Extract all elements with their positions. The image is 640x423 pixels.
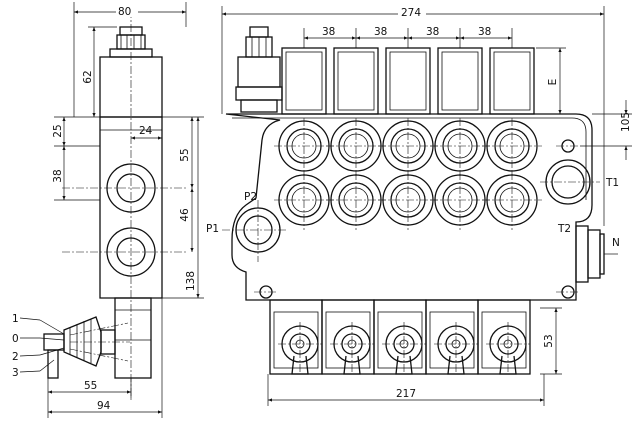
port-label-t2: T2 — [557, 223, 571, 235]
dim-E: E — [547, 79, 559, 86]
work-port-b — [326, 172, 386, 230]
spool-section — [477, 299, 531, 375]
spool-section — [321, 299, 375, 375]
dim-138: 138 — [185, 271, 197, 291]
t2-port-boss — [575, 225, 605, 283]
spool-cap — [489, 47, 535, 115]
dim-25: 25 — [52, 124, 64, 137]
port-label-p1: P1 — [206, 223, 219, 235]
work-port-a — [326, 118, 386, 176]
dim-38-pitch-1: 38 — [322, 26, 335, 38]
lever-position-2: 2 — [12, 351, 19, 363]
mounting-holes — [254, 139, 580, 299]
spool-caps — [281, 47, 535, 115]
ports-upper-row — [274, 118, 542, 176]
side-view: 80 62 25 38 24 55 46 138 55 94 1 0 2 3 — [12, 2, 204, 418]
work-port-a — [430, 118, 490, 176]
dim-62: 62 — [82, 70, 94, 83]
work-port-b — [378, 172, 438, 230]
work-port-a — [274, 118, 334, 176]
dim-38-pitch-2: 38 — [374, 26, 387, 38]
spool-section — [269, 299, 323, 375]
port-label-t1: T1 — [605, 177, 619, 189]
dim-55-bottom: 55 — [84, 380, 97, 392]
spool-sections-bottom — [269, 299, 531, 375]
work-port-a — [378, 118, 438, 176]
spool-cap — [385, 47, 431, 115]
dim-274: 274 — [401, 7, 421, 19]
lever-position-0: 0 — [12, 333, 19, 345]
work-port-b — [274, 172, 334, 230]
spool-section — [373, 299, 427, 375]
p1-port — [222, 200, 286, 262]
work-port-b — [482, 172, 542, 230]
valve-body — [225, 113, 593, 301]
dim-38-pitch-3: 38 — [426, 26, 439, 38]
side-dimensions — [47, 2, 204, 418]
dim-38-side: 38 — [52, 169, 64, 182]
dim-80: 80 — [118, 6, 131, 18]
dim-24: 24 — [139, 125, 153, 137]
front-dimensions — [221, 6, 632, 406]
port-label-n: N — [612, 237, 620, 249]
dim-38-pitch-4: 38 — [478, 26, 491, 38]
dim-94: 94 — [97, 400, 111, 412]
lever-position-1: 1 — [12, 313, 19, 325]
relief-valve — [235, 26, 283, 113]
dim-105: 105 — [620, 112, 632, 132]
lever-position-3: 3 — [12, 367, 19, 379]
ports-lower-row — [274, 172, 542, 230]
work-port-a — [482, 118, 542, 176]
dim-46: 46 — [179, 208, 191, 222]
dim-55-side: 55 — [179, 148, 191, 161]
spool-section — [425, 299, 479, 375]
spool-cap — [437, 47, 483, 115]
side-lever — [39, 316, 130, 379]
front-view: 274 38 38 38 38 E 105 53 217 P2 P1 T1 T2… — [206, 6, 632, 406]
dim-53: 53 — [543, 334, 555, 347]
t1-port — [540, 159, 600, 205]
spool-cap — [281, 47, 327, 115]
work-port-b — [430, 172, 490, 230]
dim-217: 217 — [396, 388, 416, 400]
spool-cap — [333, 47, 379, 115]
port-label-p2: P2 — [244, 191, 257, 203]
